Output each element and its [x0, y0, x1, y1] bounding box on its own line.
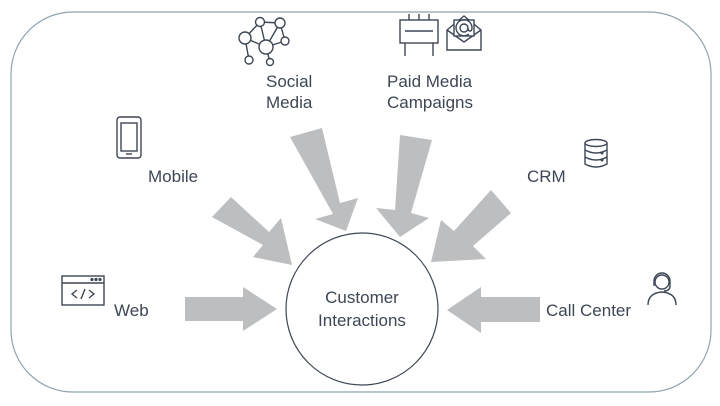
social-media-label-line1: Social: [266, 72, 313, 91]
paid-media-label: Paid Media Campaigns: [387, 71, 473, 113]
arrow-mobile-to-center: [212, 197, 292, 265]
center-label-line2: Interactions: [318, 311, 406, 330]
paid-media-label-line2: Campaigns: [387, 93, 473, 112]
arrow-callcenter-to-center: [447, 287, 540, 333]
headset-agent-icon: [647, 272, 677, 306]
mobile-label: Mobile: [148, 167, 199, 186]
arrow-web-to-center: [185, 287, 277, 331]
web-label: Web: [114, 301, 149, 320]
center-label-line1: Customer: [325, 288, 399, 307]
arrow-paid-to-center: [376, 135, 432, 237]
code-window-icon: [61, 275, 105, 306]
paid-media-label-line1: Paid Media: [387, 72, 473, 91]
arrow-crm-to-center: [431, 190, 511, 262]
arrow-social-to-center: [290, 128, 358, 231]
database-icon: [584, 138, 608, 168]
social-network-icon: [238, 16, 290, 67]
social-media-label: Social Media: [266, 71, 312, 113]
billboard-email-icon: [399, 14, 482, 56]
customer-interactions-label: Customer Interactions: [288, 286, 436, 332]
crm-label: CRM: [527, 167, 566, 186]
center-circle: [285, 232, 439, 386]
mobile-phone-icon: [116, 116, 142, 159]
social-media-label-line2: Media: [266, 93, 313, 112]
call-center-label: Call Center: [546, 301, 632, 320]
